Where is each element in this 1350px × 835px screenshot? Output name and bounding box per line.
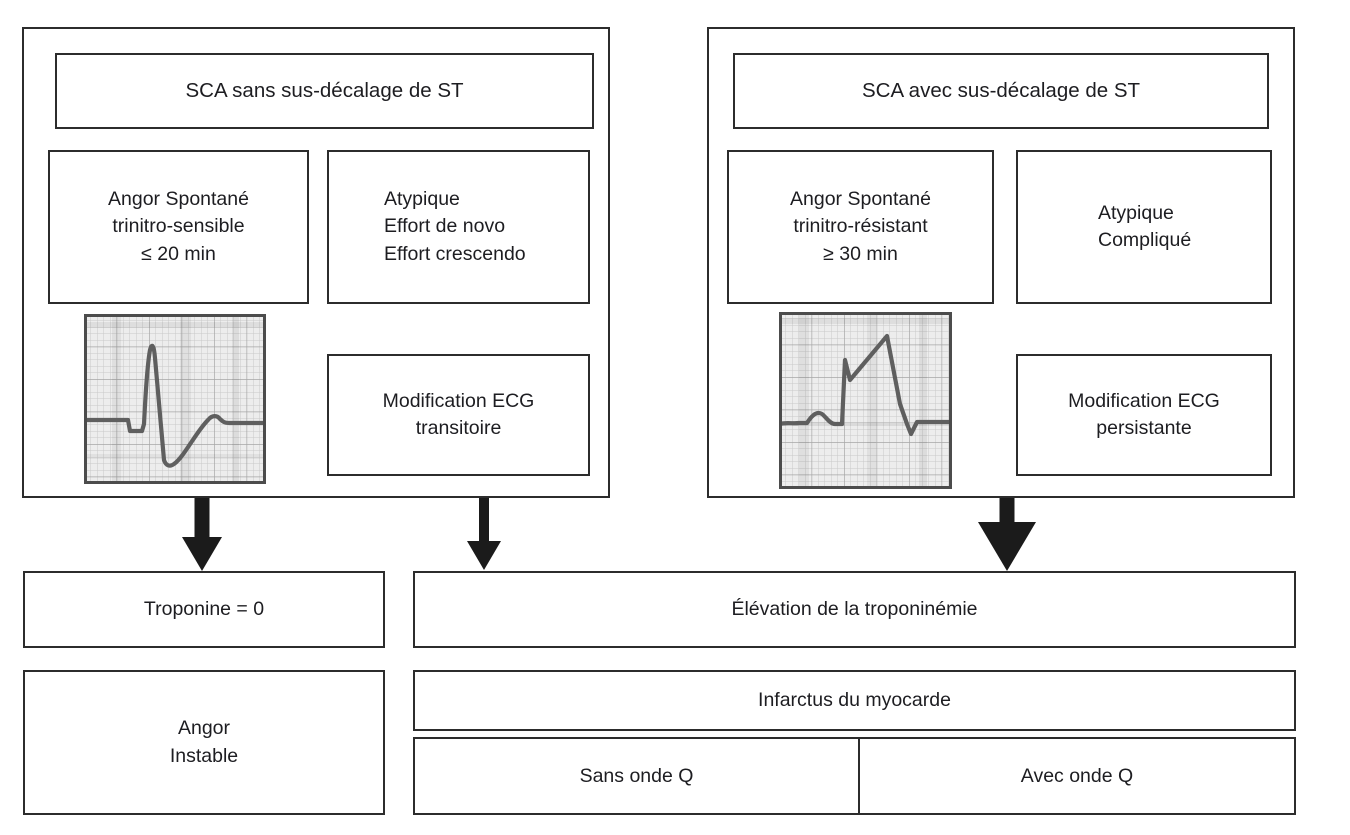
right-panel-title: SCA avec sus-décalage de ST [861, 79, 1141, 103]
without-q-wave-label: Sans onde Q [579, 764, 694, 787]
ecg-st-elevation-image [776, 312, 955, 489]
right-angor-line: trinitro-résistant [793, 215, 928, 238]
without-q-wave-box: Sans onde Q [415, 739, 858, 813]
left-ecg-modification-line: Modification ECG [382, 389, 535, 412]
right-angor-line: ≥ 30 min [823, 242, 898, 265]
right-atypique-line: Compliqué [1098, 229, 1192, 251]
myocardial-infarction-label: Infarctus du myocarde [758, 688, 951, 711]
with-q-wave-box: Avec onde Q [858, 739, 1294, 813]
myocardial-infarction-box: Infarctus du myocarde [413, 670, 1296, 731]
left-angor-spontane-box: Angor Spontané trinitro-sensible ≤ 20 mi… [48, 150, 309, 304]
down-arrow-icon [467, 498, 501, 570]
left-angor-line: ≤ 20 min [141, 242, 216, 265]
with-q-wave-label: Avec onde Q [1020, 764, 1134, 787]
right-ecg-modification-line: Modification ECG [1068, 389, 1220, 412]
down-arrow-icon [978, 498, 1036, 571]
troponin-elevation-box: Élévation de la troponinémie [413, 571, 1296, 648]
right-ecg-modification-line: persistante [1096, 417, 1192, 439]
left-ecg-modification-line: transitoire [415, 417, 502, 439]
left-atypique-line: Effort de novo [384, 215, 506, 238]
sca-without-st-elevation-panel: SCA sans sus-décalage de ST Angor Sponta… [22, 27, 610, 498]
left-angor-line: trinitro-sensible [112, 215, 245, 238]
down-arrow-icon [978, 498, 1036, 571]
left-panel-title-box: SCA sans sus-décalage de ST [55, 53, 594, 129]
left-atypique-line: Atypique [384, 187, 460, 210]
down-arrow-icon [182, 498, 222, 571]
unstable-angina-box: Angor Instable [23, 670, 385, 815]
right-ecg-modification-box: Modification ECG persistante [1016, 354, 1272, 476]
unstable-angina-line: Angor [177, 717, 231, 739]
ecg-st-depression-image [81, 314, 269, 484]
left-panel-title: SCA sans sus-décalage de ST [185, 79, 464, 103]
left-angor-line: Angor Spontané [108, 187, 249, 210]
left-ecg-modification-box: Modification ECG transitoire [327, 354, 590, 476]
troponin-zero-label: Troponine = 0 [143, 597, 265, 620]
right-angor-spontane-box: Angor Spontané trinitro-résistant ≥ 30 m… [727, 150, 994, 304]
right-angor-line: Angor Spontané [790, 187, 931, 210]
left-atypique-box: Atypique Effort de novo Effort crescendo [327, 150, 590, 304]
ecg-st-elevation-image [776, 312, 955, 489]
troponin-zero-box: Troponine = 0 [23, 571, 385, 648]
troponin-elevation-label: Élévation de la troponinémie [731, 597, 978, 620]
sca-with-st-elevation-panel: SCA avec sus-décalage de ST Angor Sponta… [707, 27, 1295, 498]
down-arrow-icon [467, 498, 501, 570]
right-atypique-line: Atypique [1098, 201, 1174, 224]
right-panel-title-box: SCA avec sus-décalage de ST [733, 53, 1269, 129]
ecg-st-depression-image [81, 314, 269, 484]
unstable-angina-line: Instable [169, 744, 239, 767]
down-arrow-icon [182, 498, 222, 571]
q-wave-row: Sans onde Q Avec onde Q [413, 737, 1296, 815]
right-atypique-box: Atypique Compliqué [1016, 150, 1272, 304]
left-atypique-line: Effort crescendo [384, 242, 526, 265]
